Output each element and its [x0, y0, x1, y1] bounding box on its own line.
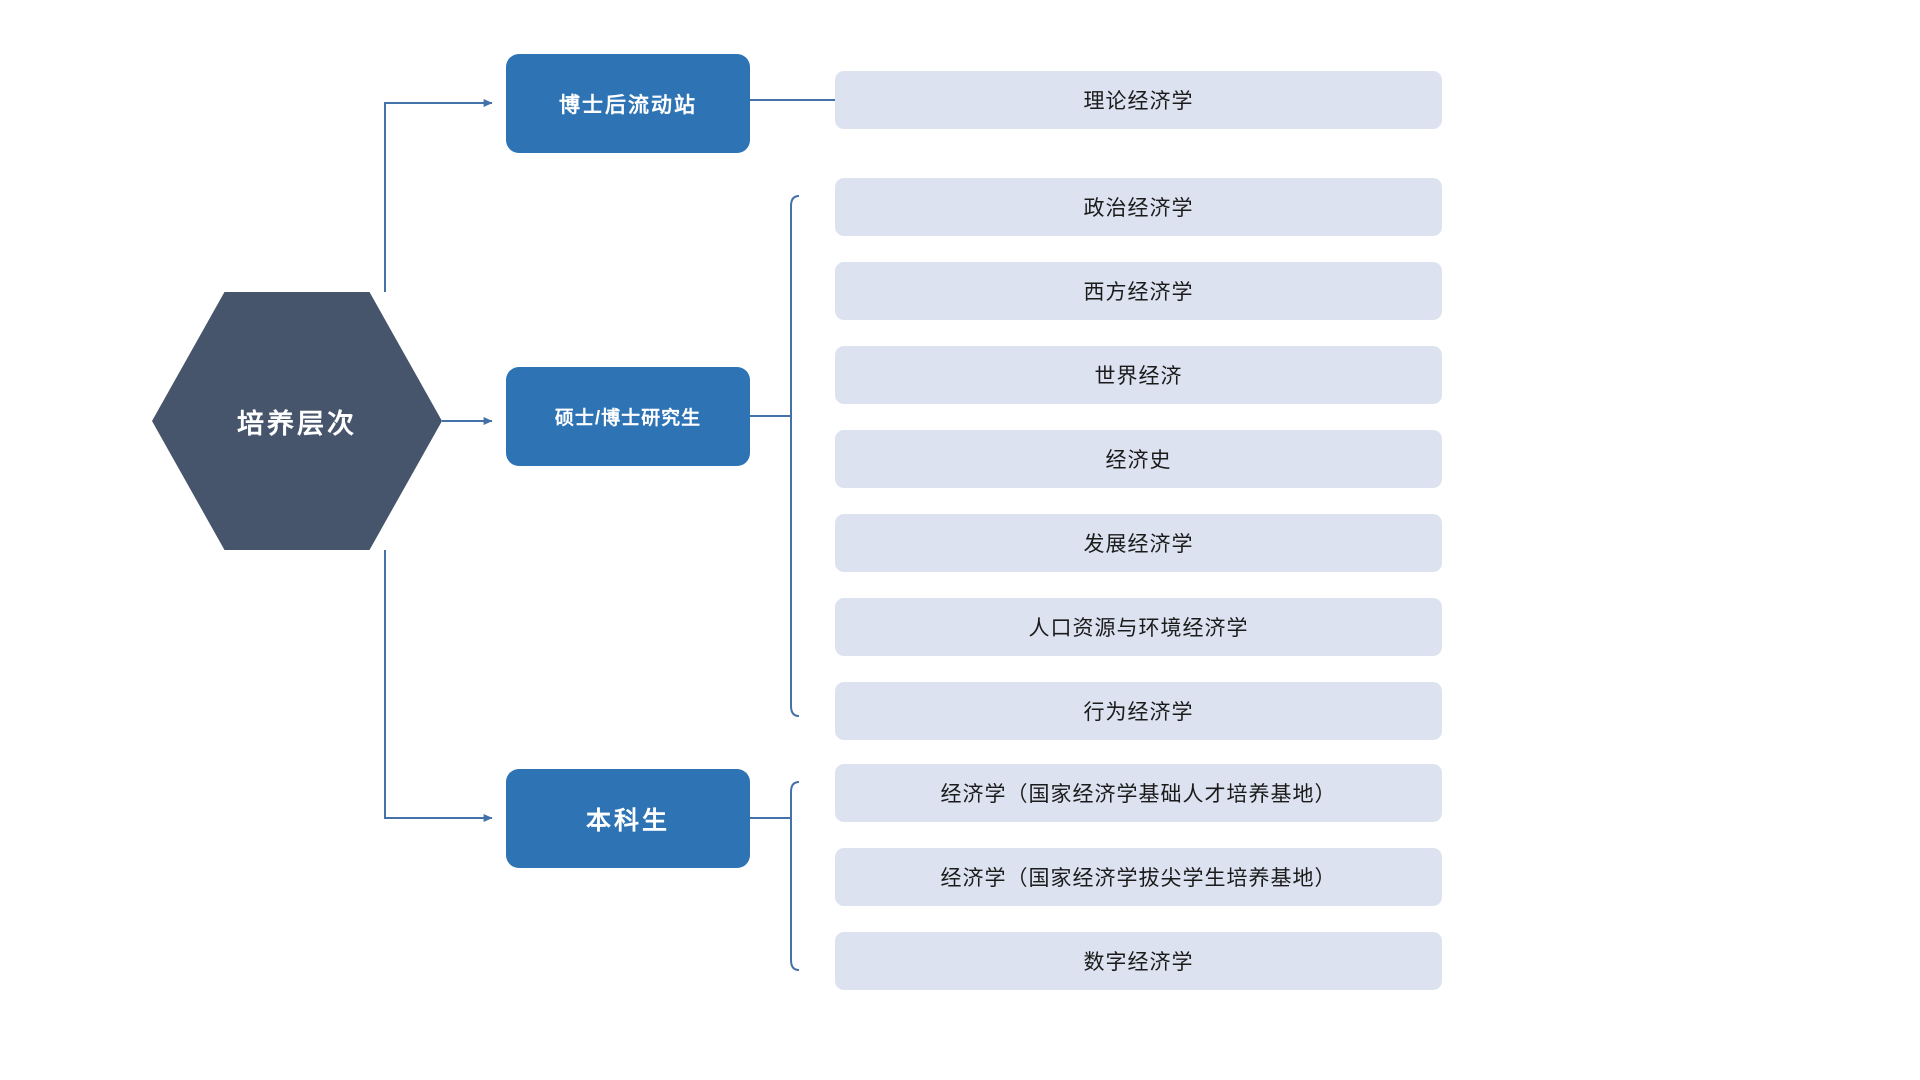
connector-root-to-postdoc: [384, 99, 493, 292]
program-box[interactable]: 数字经济学: [835, 932, 1442, 990]
program-box[interactable]: 西方经济学: [835, 262, 1442, 320]
hexagon-shape: 培养层次: [152, 292, 442, 550]
level-node-graduate-label: 硕士/博士研究生: [554, 408, 702, 429]
level-node-postdoc[interactable]: 博士后流动站: [506, 54, 750, 153]
program-box[interactable]: 发展经济学: [835, 514, 1442, 572]
root-node-培养层次[interactable]: 培养层次: [152, 292, 442, 550]
program-box[interactable]: 经济学（国家经济学基础人才培养基地）: [835, 764, 1442, 822]
level-node-graduate[interactable]: 硕士/博士研究生: [506, 367, 750, 466]
bracket-undergrad-programs: [750, 781, 800, 971]
bracket-graduate-programs: [750, 195, 800, 717]
level-node-postdoc-label: 博士后流动站: [559, 93, 697, 117]
level-node-undergraduate[interactable]: 本科生: [506, 769, 750, 868]
root-node-label: 培养层次: [237, 408, 357, 439]
program-box[interactable]: 世界经济: [835, 346, 1442, 404]
program-box[interactable]: 人口资源与环境经济学: [835, 598, 1442, 656]
program-box[interactable]: 经济史: [835, 430, 1442, 488]
level-node-undergraduate-label: 本科生: [585, 806, 670, 835]
program-box[interactable]: 行为经济学: [835, 682, 1442, 740]
program-box[interactable]: 理论经济学: [835, 71, 1442, 129]
program-box[interactable]: 政治经济学: [835, 178, 1442, 236]
program-box[interactable]: 经济学（国家经济学拔尖学生培养基地）: [835, 848, 1442, 906]
connector-root-to-undergrad: [384, 550, 493, 822]
